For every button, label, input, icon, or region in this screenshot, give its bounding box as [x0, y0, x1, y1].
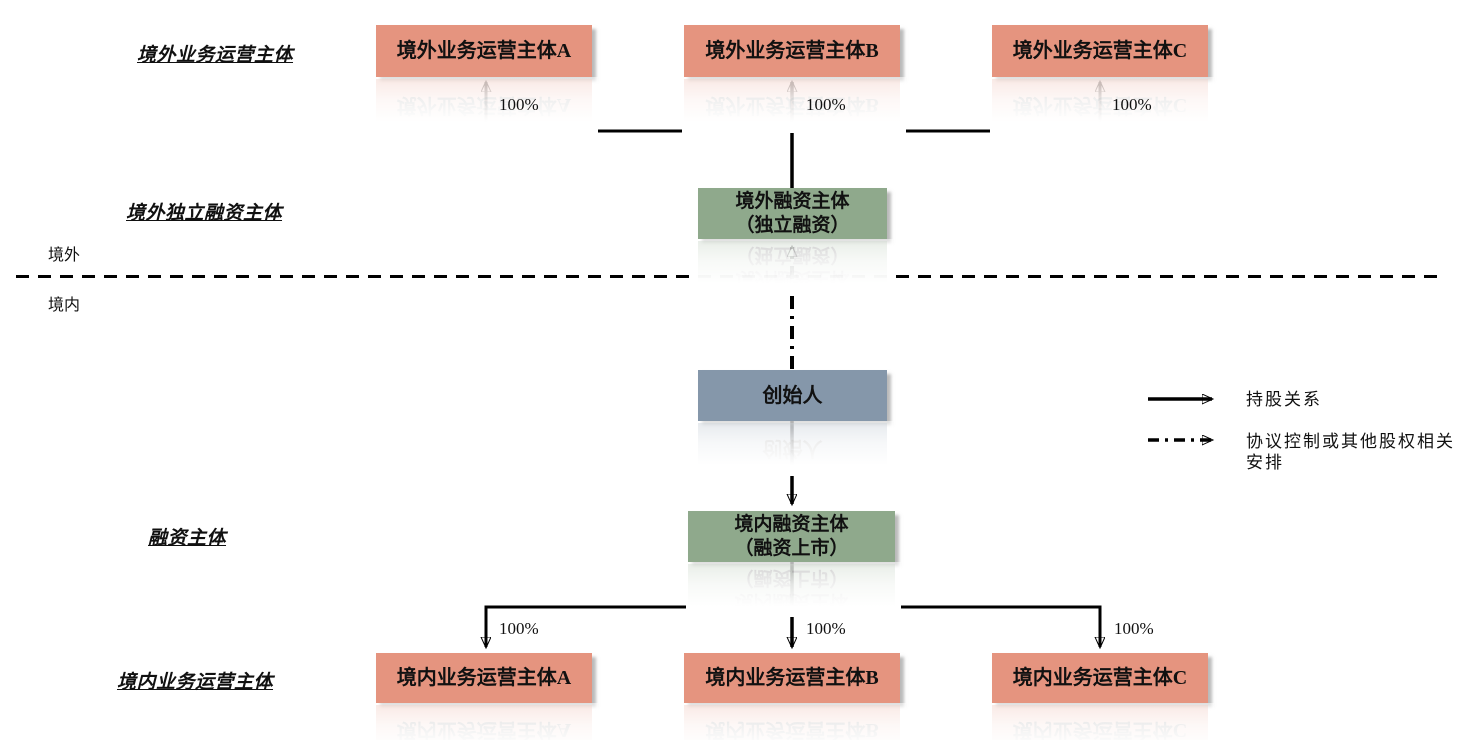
- node-label: 境外业务运营主体B: [705, 40, 879, 62]
- node-founder: 创始人 创始人: [696, 370, 893, 476]
- node-label: 境内业务运营主体A: [396, 667, 572, 689]
- reflection: 境内融资主体 （融资上市）: [686, 562, 901, 617]
- node-onshore-financing: 境内融资主体 （融资上市） 境内融资主体 （融资上市）: [686, 511, 901, 617]
- node-label: 境内业务运营主体B: [705, 667, 879, 689]
- ownership-pct-onshore-b: 100%: [806, 619, 846, 638]
- node-label-line1: 境内融资主体: [734, 513, 849, 535]
- node-offshore-financing: 境外融资主体 （独立融资） 境外融资主体 （独立融资）: [696, 188, 893, 294]
- node-label-line1: 境外融资主体: [735, 190, 850, 212]
- node-label: 创始人: [762, 384, 823, 407]
- reflection: 境内业务运营主体C: [990, 703, 1214, 740]
- section-label-onshore-operating: 境内业务运营主体: [117, 672, 274, 693]
- reflection: 境外业务运营主体C: [990, 77, 1214, 133]
- node-onshore-op-a: 境内业务运营主体A 境内业务运营主体A: [374, 653, 598, 740]
- reflection: 境外融资主体 （独立融资）: [696, 239, 893, 294]
- reflection: 境内业务运营主体A: [374, 703, 598, 740]
- region-label-offshore: 境外: [48, 247, 81, 264]
- node-onshore-op-b: 境内业务运营主体B 境内业务运营主体B: [682, 653, 906, 740]
- reflection: 境外业务运营主体B: [682, 77, 906, 133]
- ownership-pct-offshore-b: 100%: [806, 95, 846, 114]
- node-label-line2: （融资上市）: [734, 537, 849, 559]
- ownership-pct-offshore-a: 100%: [499, 95, 539, 114]
- ownership-pct-onshore-c: 100%: [1114, 619, 1154, 638]
- node-label-line2: （独立融资）: [735, 214, 850, 236]
- node-offshore-op-c: 境外业务运营主体C 境外业务运营主体C: [990, 25, 1214, 133]
- legend-dashdot-label: 协议控制或其他股权相关安排: [1246, 432, 1455, 472]
- node-offshore-op-b: 境外业务运营主体B 境外业务运营主体B: [682, 25, 906, 133]
- section-label-financing: 融资主体: [148, 528, 227, 549]
- node-label: 境内业务运营主体C: [1012, 667, 1188, 689]
- region-label-onshore: 境内: [48, 297, 81, 314]
- ownership-pct-offshore-c: 100%: [1112, 95, 1152, 114]
- section-label-offshore-financing: 境外独立融资主体: [126, 203, 283, 224]
- reflection: 创始人: [696, 421, 893, 476]
- legend-solid-label: 持股关系: [1246, 390, 1322, 409]
- node-onshore-op-c: 境内业务运营主体C 境内业务运营主体C: [990, 653, 1214, 740]
- section-label-offshore-operating: 境外业务运营主体: [137, 45, 294, 66]
- node-label: 境外业务运营主体C: [1012, 40, 1188, 62]
- ownership-pct-onshore-a: 100%: [499, 619, 539, 638]
- node-offshore-op-a: 境外业务运营主体A 境外业务运营主体A: [374, 25, 598, 133]
- reflection: 境外业务运营主体A: [374, 77, 598, 133]
- node-label: 境外业务运营主体A: [396, 40, 572, 62]
- reflection: 境内业务运营主体B: [682, 703, 906, 740]
